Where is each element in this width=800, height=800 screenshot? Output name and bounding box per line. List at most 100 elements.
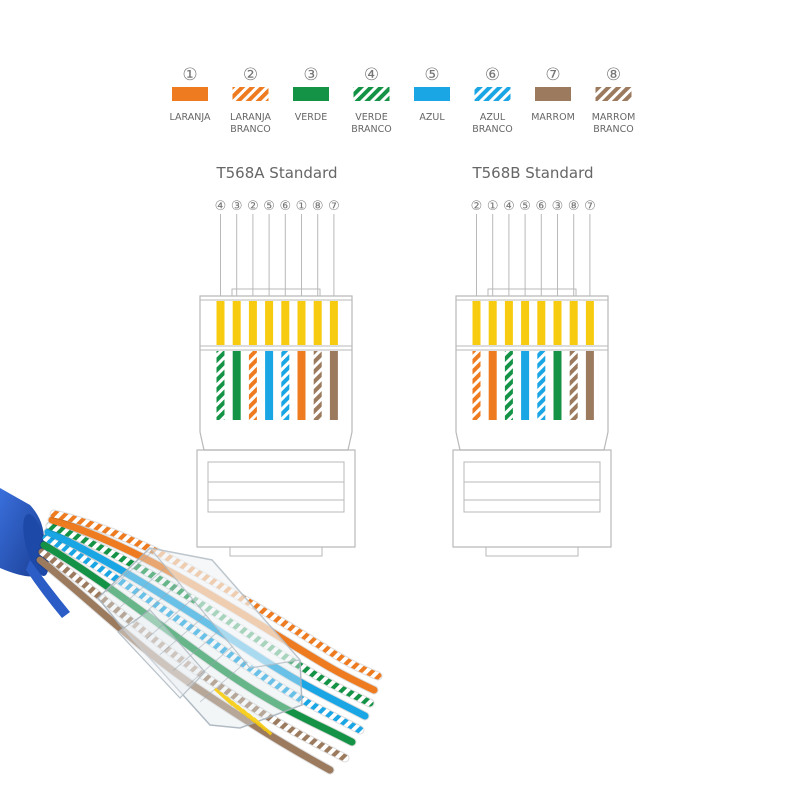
cable-jacket-flap xyxy=(26,560,70,618)
wire-orange xyxy=(297,351,306,420)
legend-swatch-6 xyxy=(474,87,511,101)
legend-number: ⑤ xyxy=(424,65,439,85)
wire-blue-white xyxy=(281,351,290,420)
gold-contact xyxy=(569,301,578,345)
plug-rib xyxy=(119,567,166,609)
connector-latch-bar xyxy=(207,462,345,483)
wire-green-white xyxy=(216,351,225,420)
twisted-wire-7 xyxy=(48,516,378,694)
pin-label: ⑧ xyxy=(312,199,324,214)
pin-label: ③ xyxy=(552,199,564,214)
connector-top-tab xyxy=(231,288,321,296)
twisted-wire-8 xyxy=(50,510,382,680)
legend-swatch-2 xyxy=(232,87,269,101)
gold-contact xyxy=(585,301,594,345)
wire-orange xyxy=(488,351,497,420)
twisted-wire-2 xyxy=(38,548,349,762)
legend-label: MARROM xyxy=(531,112,575,123)
wire-brown-white xyxy=(569,351,578,420)
gold-contact xyxy=(297,301,306,345)
gold-contact xyxy=(537,301,546,345)
legend-label: VERDE xyxy=(295,112,327,123)
rj45-connector-illustration xyxy=(0,488,383,775)
gold-contact xyxy=(553,301,562,345)
gold-contact xyxy=(488,301,497,345)
connector-bottom-tab xyxy=(485,547,579,557)
legend-label: AZUL xyxy=(480,112,506,123)
legend-swatch-7 xyxy=(535,87,571,101)
transparent-plug xyxy=(96,547,303,736)
legend-swatch-5 xyxy=(414,87,450,101)
pin-label: ① xyxy=(487,199,499,214)
pin-label: ⑤ xyxy=(263,199,275,214)
wire-blue-white xyxy=(537,351,546,420)
legend-label: MARROM xyxy=(592,112,636,123)
gold-contact xyxy=(504,301,513,345)
gold-contact xyxy=(313,301,322,345)
twisted-wire-6 xyxy=(46,522,374,707)
wire-green-white xyxy=(504,351,513,420)
gold-contact xyxy=(265,301,274,345)
wire-brown xyxy=(329,351,338,420)
connector-latch-window xyxy=(463,461,601,513)
legend-swatch-3 xyxy=(293,87,329,101)
legend-label: BRANCO xyxy=(230,124,270,135)
gold-contact xyxy=(216,301,225,345)
wire-green xyxy=(553,351,562,420)
color-legend: ①LARANJA②LARANJABRANCO③VERDE④VERDEBRANCO… xyxy=(170,65,636,135)
pin-label: ⑦ xyxy=(328,199,340,214)
wire-orange-white xyxy=(248,351,257,420)
legend-label: AZUL xyxy=(419,112,445,123)
legend-label: VERDE xyxy=(355,112,387,123)
legend-number: ⑧ xyxy=(606,65,621,85)
legend-number: ③ xyxy=(303,65,318,85)
twisted-wire-3 xyxy=(40,541,356,746)
connector-latch-window xyxy=(207,461,345,513)
legend-label: BRANCO xyxy=(472,124,512,135)
plug-rib xyxy=(199,661,247,703)
legend-label: BRANCO xyxy=(593,124,633,135)
plug-top-face xyxy=(148,547,302,669)
gold-contact xyxy=(248,301,257,345)
wire-green xyxy=(232,351,241,420)
pin-label: ④ xyxy=(503,199,515,214)
pin-label: ⑧ xyxy=(568,199,580,214)
gold-contact xyxy=(232,301,241,345)
gold-contact xyxy=(329,301,338,345)
pin-label: ② xyxy=(471,199,483,214)
gold-contact xyxy=(521,301,530,345)
plug-rib xyxy=(159,614,207,656)
wire-blue xyxy=(265,351,274,420)
wire-blue xyxy=(521,351,530,420)
legend-number: ① xyxy=(182,65,197,85)
wire-brown xyxy=(585,351,594,420)
standard-title: T568B Standard xyxy=(471,164,593,182)
pin-label: ⑥ xyxy=(279,199,291,214)
gold-contacts xyxy=(213,687,273,736)
plug-rib xyxy=(145,598,193,640)
legend-number: ⑦ xyxy=(545,65,560,85)
pin-label: ⑤ xyxy=(519,199,531,214)
legend-swatch-8 xyxy=(595,87,632,101)
legend-number: ⑥ xyxy=(485,65,500,85)
plug-rib xyxy=(186,645,233,687)
connector-shell xyxy=(196,449,356,548)
legend-number: ② xyxy=(243,65,258,85)
legend-label: LARANJA xyxy=(170,112,211,123)
legend-number: ④ xyxy=(364,65,379,85)
twisted-wire-1 xyxy=(36,556,334,774)
twisted-wire-4 xyxy=(42,534,364,734)
legend-label: BRANCO xyxy=(351,124,391,135)
pin-label: ② xyxy=(247,199,259,214)
plug-rib xyxy=(132,583,180,624)
gold-contact xyxy=(281,301,290,345)
pin-label: ③ xyxy=(231,199,243,214)
standard-title: T568A Standard xyxy=(215,164,337,182)
twisted-wire-5 xyxy=(44,528,369,720)
connector-shell xyxy=(452,449,612,548)
pin-label: ① xyxy=(296,199,308,214)
